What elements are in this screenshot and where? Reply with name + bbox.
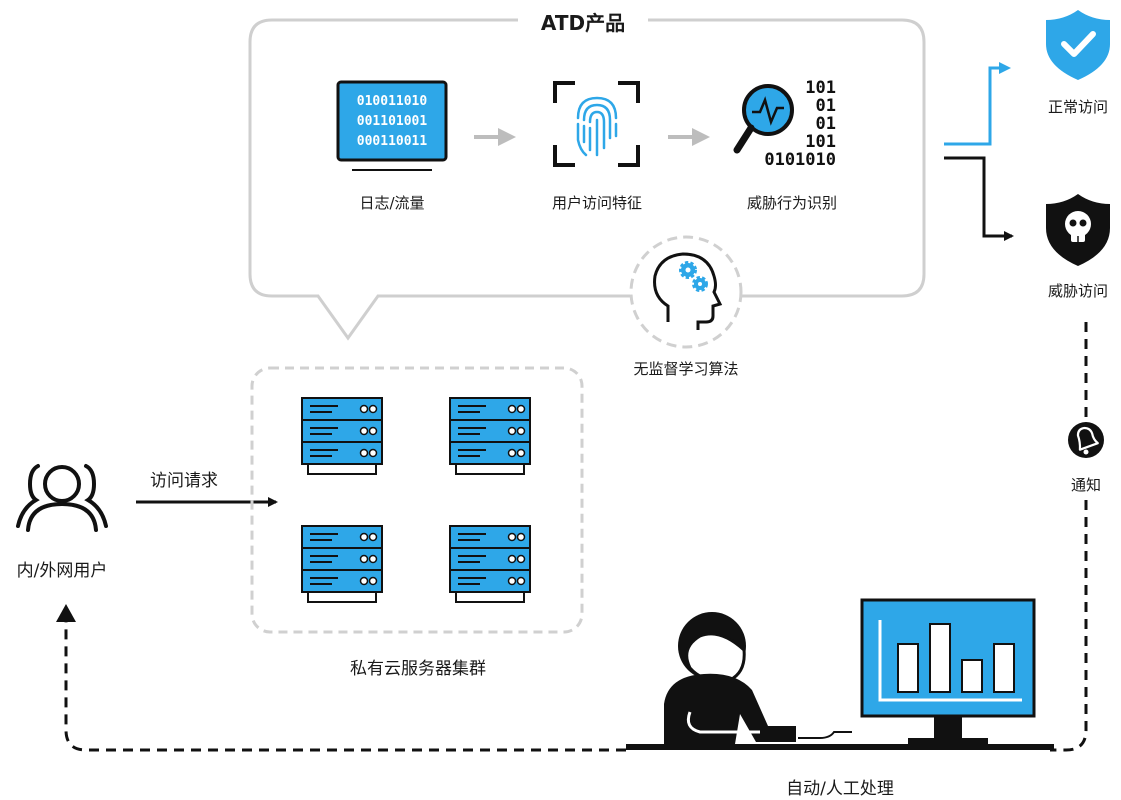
server-icon	[301, 397, 383, 475]
request-label: 访问请求	[150, 471, 218, 491]
atd-frame	[248, 18, 926, 341]
threat-binary-3: 01	[816, 114, 836, 134]
bell-icon	[1068, 422, 1104, 458]
server-icon	[301, 525, 383, 603]
users-label: 内/外网用户	[16, 561, 108, 581]
monitor-icon	[860, 598, 1036, 744]
operator-icon	[664, 612, 796, 750]
desk	[626, 744, 1054, 750]
threat-access-label: 威胁访问	[1047, 282, 1108, 300]
threat-access-arrow	[944, 156, 1014, 241]
handling-label: 自动/人工处理	[786, 779, 894, 799]
server-icon	[449, 397, 531, 475]
flow-arrow-1	[474, 128, 516, 146]
users-icon	[16, 464, 108, 532]
step-label-threat: 威胁行为识别	[746, 194, 837, 212]
flow-arrow-2	[668, 128, 710, 146]
fingerprint-icon	[553, 81, 640, 167]
cluster-frame	[250, 366, 584, 634]
cluster-label: 私有云服务器集群	[350, 659, 486, 679]
binary-line-1: 010011010	[357, 94, 428, 109]
algorithm-label: 无监督学习算法	[633, 360, 739, 378]
mouse-cable	[798, 731, 852, 739]
server-icon	[449, 525, 531, 603]
step-label-features: 用户访问特征	[551, 194, 642, 212]
threat-binary-4: 101	[805, 132, 836, 152]
return-dashed-line	[64, 616, 626, 752]
notify-label: 通知	[1070, 476, 1101, 494]
return-arrowhead	[56, 604, 76, 622]
log-traffic-icon	[336, 80, 448, 171]
binary-line-2: 001101001	[357, 114, 428, 129]
magnifier-icon	[733, 84, 794, 154]
step-label-log: 日志/流量	[359, 194, 425, 212]
threat-binary-1: 101	[805, 78, 836, 98]
normal-access-label: 正常访问	[1047, 98, 1108, 116]
brain-icon	[629, 235, 743, 349]
threat-binary-5: 0101010	[764, 150, 836, 170]
shield-check-icon	[1046, 10, 1110, 80]
atd-title: ATD产品	[518, 7, 648, 36]
normal-access-arrow	[944, 62, 1011, 146]
shield-skull-icon	[1046, 194, 1110, 266]
threat-binary-2: 01	[816, 96, 836, 116]
notify-line-bottom	[1050, 500, 1088, 752]
binary-line-3: 000110011	[357, 134, 428, 149]
